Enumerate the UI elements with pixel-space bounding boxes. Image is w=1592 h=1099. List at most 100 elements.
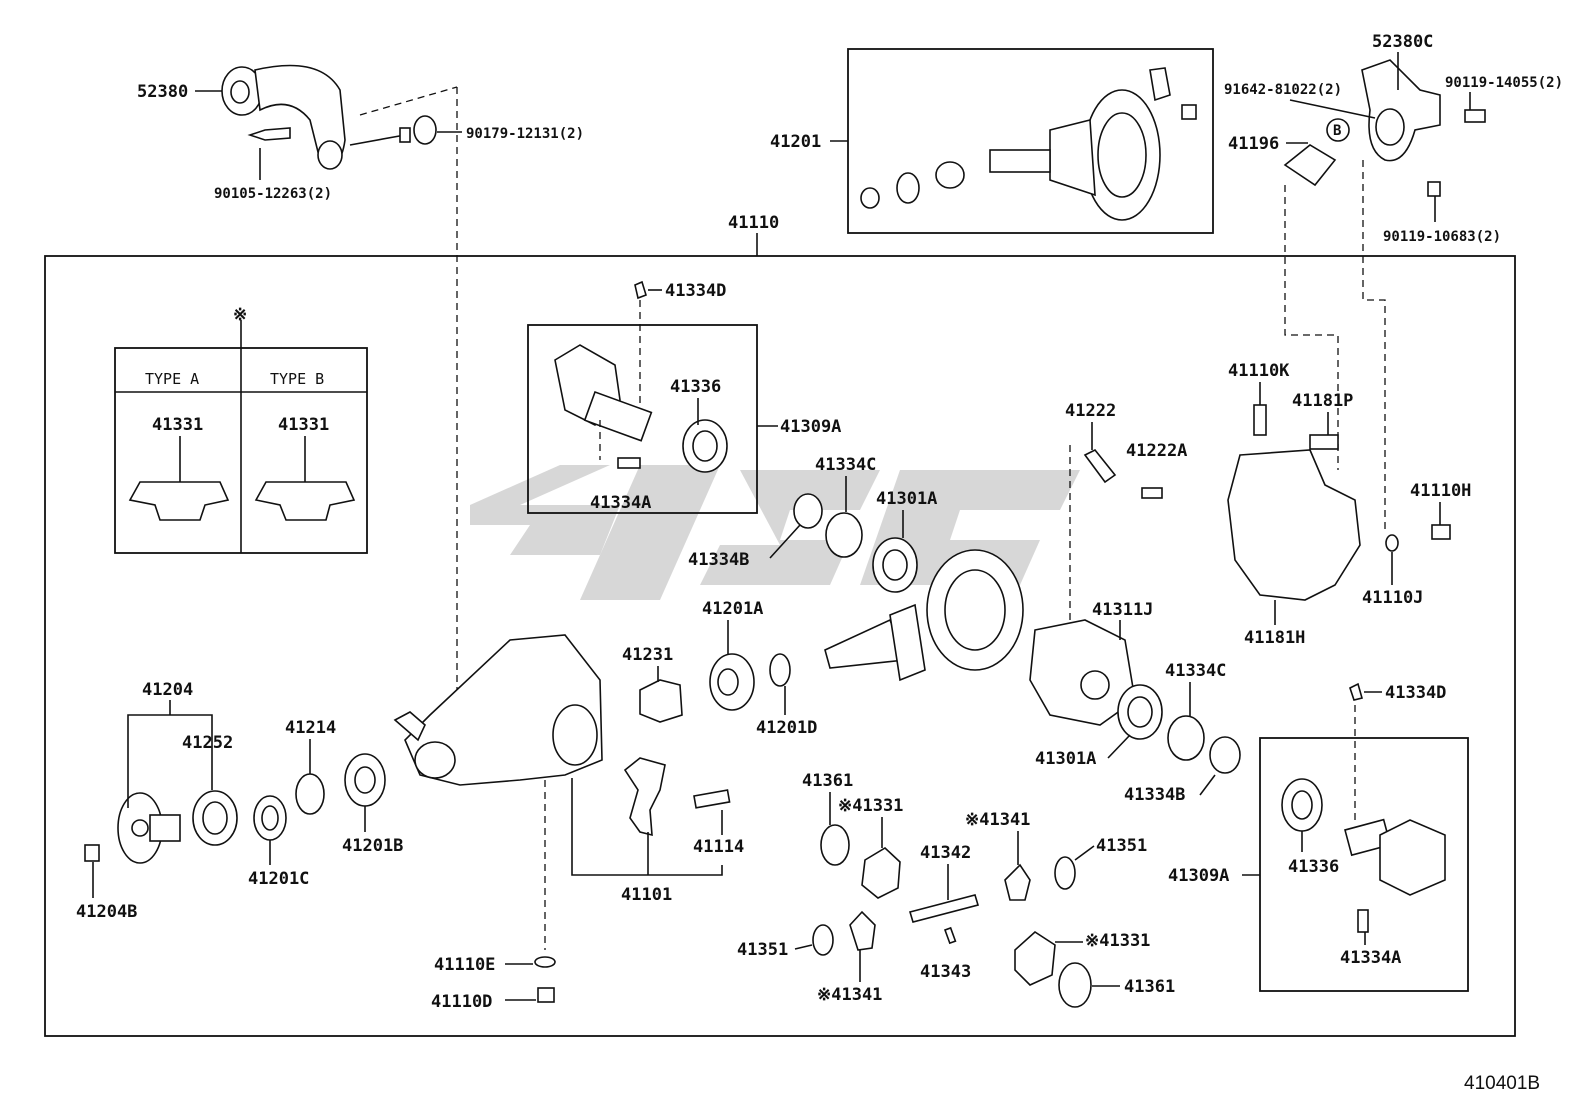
label-41334D-bottom: 41334D [1385, 683, 1446, 703]
note-mark: ※ [233, 305, 247, 325]
part-52380-bracket [221, 64, 437, 170]
label-41341-a: ※41341 [965, 810, 1030, 830]
part-41334D-clip-top [634, 280, 647, 300]
label-41343: 41343 [920, 962, 971, 982]
part-41201D-spacer [769, 653, 791, 687]
label-41331-b: ※41331 [1085, 931, 1150, 951]
type-table: ※ TYPE A TYPE B 41331 41331 [114, 305, 368, 554]
label-41201D: 41201D [756, 718, 817, 738]
type-a-header: TYPE A [145, 370, 199, 388]
label-41252: 41252 [182, 733, 233, 753]
label-41311J: 41311J [1092, 600, 1153, 620]
label-41301A-b: 41301A [1035, 749, 1096, 769]
part-41110D-plug [537, 987, 555, 1003]
part-41361-thrust-washer-b [1058, 962, 1092, 1008]
part-41341-pinion-a [1004, 863, 1031, 901]
part-41334B-shim-b [1209, 736, 1241, 774]
label-41101: 41101 [621, 885, 672, 905]
label-41201A: 41201A [702, 599, 763, 619]
type-b-part: 41331 [278, 415, 329, 435]
callout-b: B [1333, 123, 1341, 139]
label-41342: 41342 [920, 843, 971, 863]
label-41214: 41214 [285, 718, 336, 738]
label-41110H: 41110H [1410, 481, 1471, 501]
label-41222A: 41222A [1126, 441, 1187, 461]
label-41222: 41222 [1065, 401, 1116, 421]
label-41334B-a: 41334B [688, 550, 749, 570]
label-41110D: 41110D [431, 992, 492, 1012]
flange-box-bottom [1259, 737, 1469, 992]
part-41334B-shim-a [793, 493, 823, 529]
label-41114: 41114 [693, 837, 744, 857]
label-41110K: 41110K [1228, 361, 1290, 381]
label-41361-b: 41361 [1124, 977, 1175, 997]
label-41309A-bottom: 41309A [1168, 866, 1229, 886]
label-41336-top: 41336 [670, 377, 721, 397]
part-41331-side-gear-a [861, 847, 901, 899]
part-41341-pinion-b [849, 910, 876, 951]
part-41222A-bolt [1141, 487, 1163, 499]
label-41204B: 41204B [76, 902, 137, 922]
label-41110J: 41110J [1362, 588, 1423, 608]
part-41334D-clip-bottom [1349, 682, 1363, 701]
part-41222-clip [1083, 448, 1117, 484]
label-41201C: 41201C [248, 869, 309, 889]
label-41181P: 41181P [1292, 391, 1353, 411]
part-41110E-gasket [534, 956, 556, 968]
label-52380C: 52380C [1372, 32, 1433, 52]
label-41334D-top: 41334D [665, 281, 726, 301]
part-41334C-seal-b [1167, 715, 1205, 761]
part-41331-side-gear-b [1014, 930, 1056, 986]
label-41110E: 41110E [434, 955, 495, 975]
type-b-header: TYPE B [270, 370, 324, 388]
part-41181H-cover [1227, 404, 1451, 601]
part-41214-deflector [295, 773, 325, 815]
part-41342-pinion-shaft [908, 894, 980, 923]
part-41309A-flange-top [554, 344, 728, 473]
part-41231-collapsible-spacer [639, 679, 683, 723]
label-41351-a: 41351 [1096, 836, 1147, 856]
part-41361-thrust-washer-a [820, 824, 850, 866]
label-41334C-a: 41334C [815, 455, 876, 475]
part-52380C-support [1361, 59, 1486, 197]
label-41181H: 41181H [1244, 628, 1305, 648]
label-41196: 41196 [1228, 134, 1279, 154]
part-41204-companion-flange [84, 792, 181, 864]
label-90119-10683: 90119-10683(2) [1383, 229, 1501, 245]
label-41334B-b: 41334B [1124, 785, 1185, 805]
part-41201-gearset [860, 67, 1197, 221]
label-41334A-top: 41334A [590, 493, 651, 513]
label-41201: 41201 [770, 132, 821, 152]
label-90119-14055: 90119-14055(2) [1445, 75, 1563, 91]
label-41361-a: 41361 [802, 771, 853, 791]
label-52380: 52380 [137, 82, 188, 102]
flange-box-top [527, 324, 758, 514]
part-41351-washer-b [812, 924, 834, 956]
label-41334A-bottom: 41334A [1340, 948, 1401, 968]
label-41301A-a: 41301A [876, 489, 937, 509]
label-90179-12131: 90179-12131(2) [466, 126, 584, 142]
label-91642-81022: 91642-81022(2) [1224, 82, 1342, 98]
label-41331-a: ※41331 [838, 796, 903, 816]
label-41336-bottom: 41336 [1288, 857, 1339, 877]
part-41334C-seal-a [825, 512, 863, 558]
main-assembly-frame [44, 255, 1516, 1037]
label-90105-12263: 90105-12263(2) [214, 186, 332, 202]
label-41201B: 41201B [342, 836, 403, 856]
part-41343-pin [943, 926, 957, 945]
label-41341-b: ※41341 [817, 985, 882, 1005]
label-41334C-b: 41334C [1165, 661, 1226, 681]
label-41110: 41110 [728, 213, 779, 233]
part-41196-plate [1283, 144, 1337, 187]
part-ring-gear-pinion [824, 549, 1024, 682]
drawing-code: 410401B [1464, 1073, 1540, 1094]
label-41204: 41204 [142, 680, 193, 700]
part-41309A-flange-bottom [1281, 778, 1446, 933]
callout-b-circle [1326, 118, 1350, 142]
label-41309A-top: 41309A [780, 417, 841, 437]
label-41351-b: 41351 [737, 940, 788, 960]
part-41351-washer-a [1054, 856, 1076, 890]
part-41101-carrier [393, 634, 731, 837]
